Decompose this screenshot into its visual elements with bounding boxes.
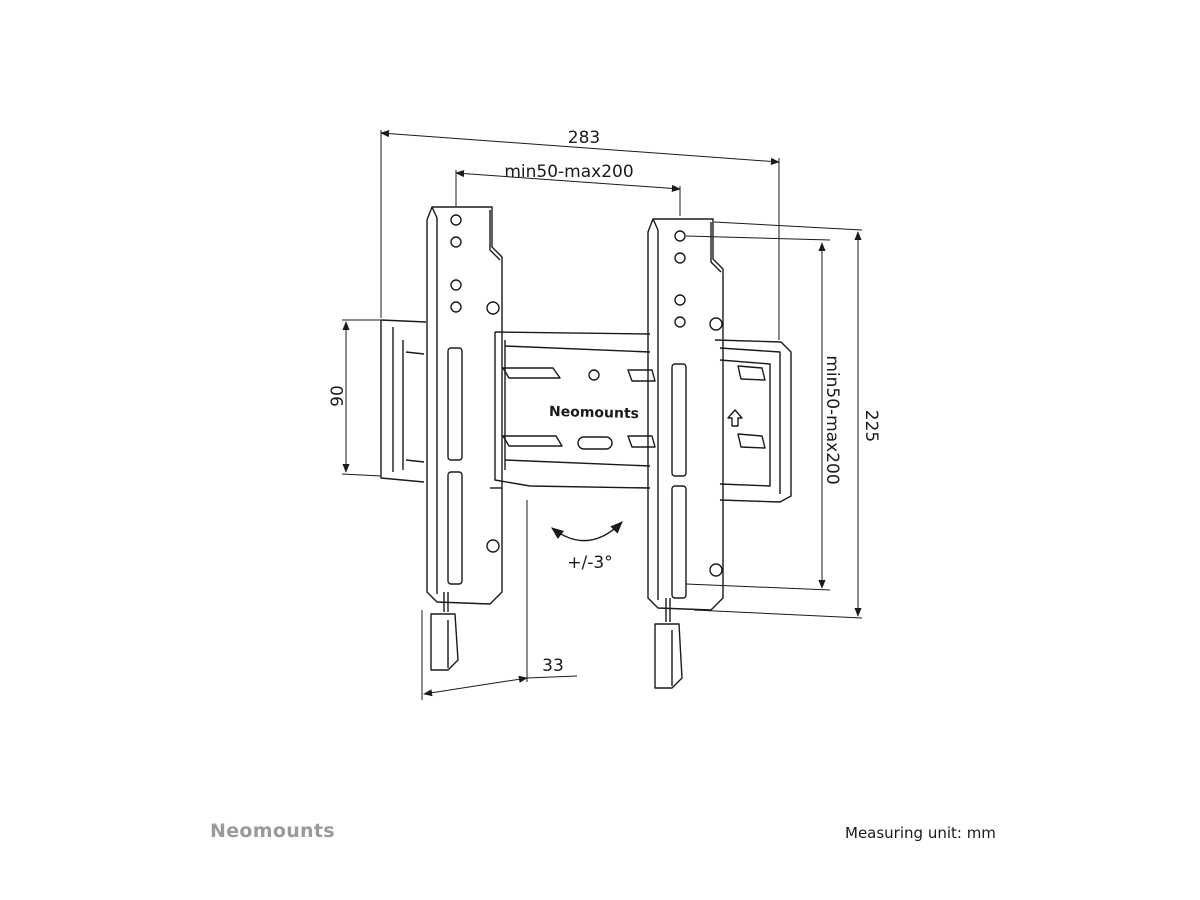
overall-height-label: 225	[861, 410, 881, 442]
up-arrow-icon	[727, 409, 743, 427]
dimension-lines	[341, 129, 863, 700]
measuring-unit-note: Measuring unit: mm	[845, 824, 996, 842]
product-logo: Neomounts	[549, 404, 639, 422]
wall-plate	[380, 319, 792, 503]
plate-slots	[502, 365, 766, 450]
tilt-indicator	[551, 521, 623, 542]
left-arm	[426, 206, 503, 671]
tilt-label: +/-3°	[567, 553, 612, 573]
right-arm	[647, 218, 724, 689]
overall-width-label: 283	[568, 128, 600, 148]
footer-brand-logo: Neomounts	[210, 820, 335, 842]
vesa-horizontal-label: min50-max200	[504, 162, 633, 182]
wall-distance-label: 33	[542, 656, 564, 676]
plate-height-label: 90	[328, 385, 348, 407]
vesa-vertical-label: min50-max200	[822, 355, 842, 484]
